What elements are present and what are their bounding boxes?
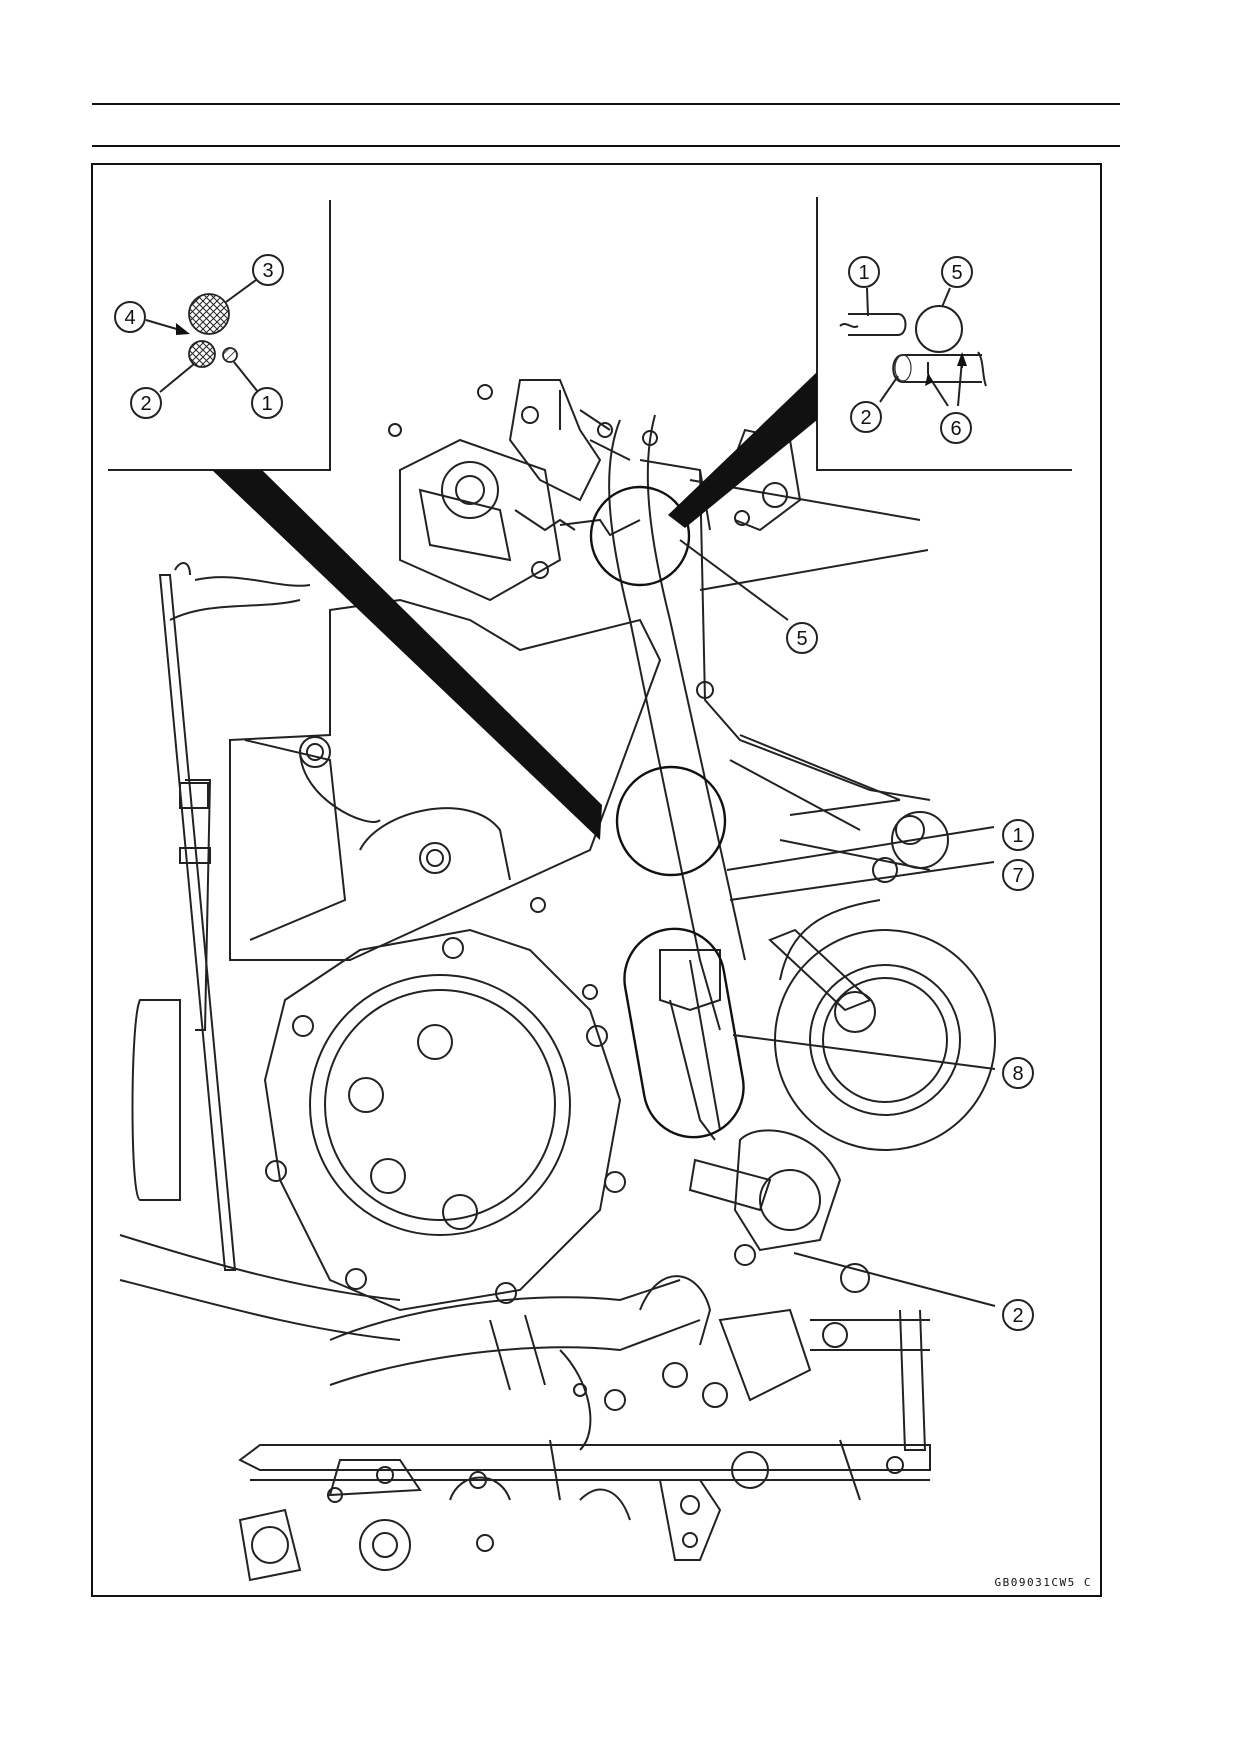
svg-text:1: 1 (858, 262, 869, 284)
callout-main-8: 8 (1002, 1057, 1034, 1089)
callout-left-4: 4 (114, 301, 146, 333)
detail-circle-upper (589, 485, 691, 587)
figure-frame (91, 163, 1102, 1597)
header-rule-bottom (92, 145, 1120, 147)
inset-left-pointer (212, 470, 602, 840)
callout-main-5: 5 (786, 622, 818, 654)
callout-main-2: 2 (1002, 1299, 1034, 1331)
callout-left-2: 2 (130, 387, 162, 419)
clamp-5-icon (915, 305, 963, 353)
inset-left-cross-section (108, 200, 602, 840)
inset-right-pointer (668, 372, 817, 528)
svg-text:6: 6 (950, 418, 961, 440)
inset-right-clamp-detail (668, 197, 1072, 528)
callout-right-6: 6 (940, 412, 972, 444)
detail-loop-connector (623, 927, 745, 1139)
cable-1-section-icon (222, 347, 238, 363)
callout-left-3: 3 (252, 254, 284, 286)
svg-text:5: 5 (951, 262, 962, 284)
svg-text:7: 7 (1012, 865, 1023, 887)
callout-main-7: 7 (1002, 859, 1034, 891)
main-leader-lines (679, 539, 996, 1307)
callout-left-1: 1 (251, 387, 283, 419)
detail-circle-middle (615, 765, 727, 877)
svg-text:1: 1 (261, 393, 272, 415)
svg-text:4: 4 (124, 307, 135, 329)
cable-2-section-icon (188, 340, 216, 368)
header-rule-top (92, 103, 1120, 105)
svg-text:1: 1 (1012, 825, 1023, 847)
svg-text:5: 5 (796, 628, 807, 650)
callout-main-1: 1 (1002, 819, 1034, 851)
svg-text:2: 2 (860, 407, 871, 429)
callout-right-5: 5 (941, 256, 973, 288)
svg-text:2: 2 (1012, 1305, 1023, 1327)
svg-text:8: 8 (1012, 1063, 1023, 1085)
callout-right-1: 1 (848, 256, 880, 288)
engine-line-art (119, 379, 996, 1582)
figure-code: GB09031CW5 C (995, 1576, 1092, 1589)
svg-text:3: 3 (262, 260, 273, 282)
cable-3-section-icon (188, 293, 230, 335)
svg-text:2: 2 (140, 393, 151, 415)
callout-right-2: 2 (850, 401, 882, 433)
